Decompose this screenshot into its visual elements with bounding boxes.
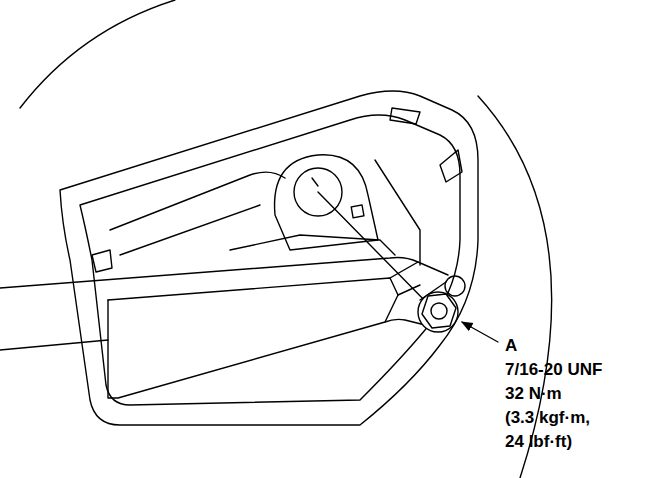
wiper-arm — [0, 258, 448, 289]
pivot-plate — [275, 155, 378, 250]
bolt-center — [431, 303, 447, 319]
bolt-collar — [445, 276, 465, 296]
rib — [110, 172, 285, 230]
wiper-arm — [398, 285, 420, 295]
square-mark — [351, 205, 364, 218]
slot — [92, 250, 112, 272]
wiper-arm — [390, 262, 418, 278]
cowl-inner — [80, 115, 460, 405]
wiper-arm — [0, 340, 108, 350]
bolt-flange — [418, 292, 458, 332]
alignment-line — [318, 192, 432, 308]
wiper-arm — [108, 278, 398, 322]
body-curve — [20, 0, 175, 108]
callout-letter: A — [505, 334, 517, 358]
torque-value: (3.3 kgf·m, 24 lbf·ft) — [505, 406, 605, 454]
wiper-arm — [108, 300, 425, 398]
slot — [440, 150, 462, 182]
slot — [390, 108, 420, 124]
cowl-housing — [60, 91, 478, 425]
pivot-mark — [312, 178, 318, 186]
bolt-head — [422, 294, 456, 328]
torque-value: 32 N·m — [505, 382, 562, 406]
leader-arrow — [462, 322, 498, 342]
rib — [375, 160, 420, 265]
thread-spec: 7/16-20 UNF — [505, 358, 602, 382]
